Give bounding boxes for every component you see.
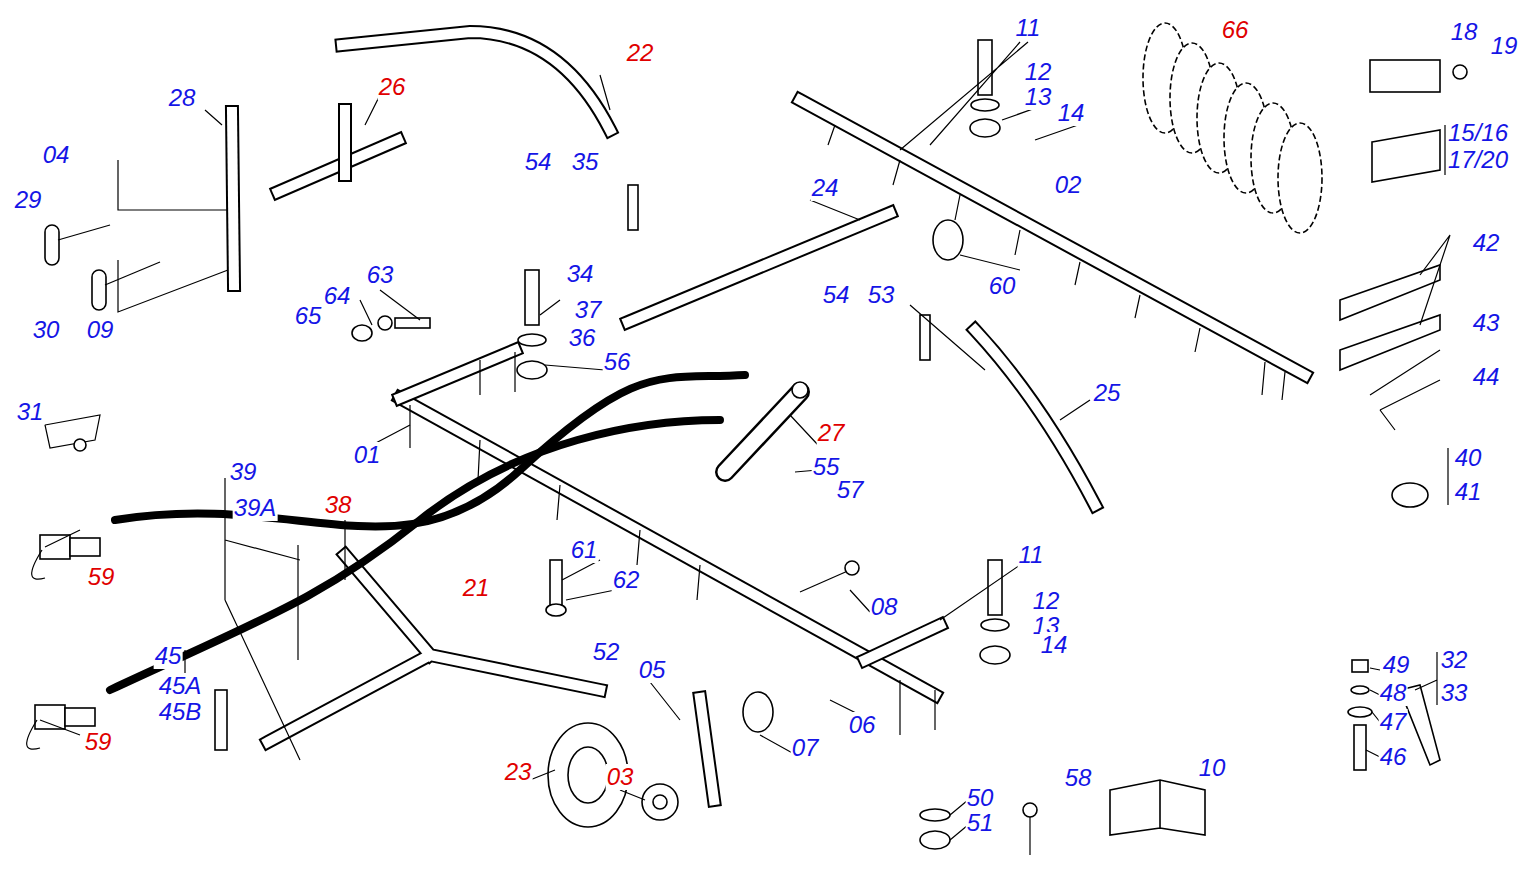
callout-number: 52 [592,639,621,665]
cylinder [725,382,808,472]
callout-number: 45 [154,643,183,669]
callout-number: 21 [462,575,491,601]
callout-number: 63 [366,262,395,288]
callout-number: 23 [504,759,533,785]
callout-number: 14 [1057,100,1086,126]
callout-number: 03 [606,764,635,790]
callout-number: 45A [158,673,203,699]
callout-number: 01 [353,442,382,468]
callout-number: 45B [158,699,203,725]
callout-number: 09 [86,317,115,343]
callout-number: 46 [1379,744,1408,770]
callout-number: 56 [603,349,632,375]
callout-number: 12 [1032,588,1061,614]
callout-number: 66 [1221,17,1250,43]
callout-number: 28 [168,85,197,111]
callout-number: 38 [324,492,353,518]
callout-number: 33 [1440,680,1469,706]
callout-number: 18 [1450,19,1479,45]
callout-number: 37 [574,297,603,323]
callout-number: 43 [1472,310,1501,336]
callout-number: 35 [571,149,600,175]
callout-number: 29 [14,187,43,213]
callout-number: 10 [1198,755,1227,781]
callout-number: 53 [867,282,896,308]
callout-number: 62 [612,567,641,593]
callout-number: 42 [1472,230,1501,256]
callout-number: 26 [378,74,407,100]
callout-number: 44 [1472,364,1501,390]
callout-number: 12 [1024,59,1053,85]
frame-beams [232,32,1305,800]
callout-number: 06 [848,712,877,738]
callout-number: 27 [817,420,846,446]
frame-legs [410,125,1285,735]
callout-number: 11 [1018,542,1045,568]
callout-number: 08 [870,594,899,620]
callout-number: 54 [822,282,851,308]
discs [1143,23,1322,233]
callout-number: 24 [811,175,840,201]
callout-number: 39A [233,495,278,521]
callout-number: 47 [1379,709,1408,735]
small-parts [45,40,1467,855]
callout-number: 50 [966,785,995,811]
callout-number: 59 [84,729,113,755]
callout-number: 11 [1015,15,1042,41]
callout-number: 05 [638,657,667,683]
callout-number: 51 [966,810,995,836]
callout-number: 14 [1040,632,1069,658]
callout-number: 48 [1379,680,1408,706]
callout-number: 40 [1454,445,1483,471]
callout-number: 02 [1054,172,1083,198]
callout-number: 15/16 [1447,120,1509,146]
callout-number: 49 [1382,652,1411,678]
callout-number: 31 [16,399,45,425]
callout-number: 64 [323,283,352,309]
callout-number: 39 [229,459,258,485]
callout-number: 54 [524,149,553,175]
leader-lines [40,42,1450,840]
wheel [548,723,678,827]
callout-number: 17/20 [1447,147,1509,173]
callout-number: 32 [1440,647,1469,673]
callout-number: 25 [1093,380,1122,406]
callout-number: 30 [32,317,61,343]
callout-number: 22 [626,40,655,66]
hydraulic-hoses [110,375,745,690]
callout-number: 19 [1490,33,1519,59]
callout-number: 13 [1024,84,1053,110]
callout-number: 34 [566,261,595,287]
callout-number: 36 [568,325,597,351]
callout-number: 59 [87,564,116,590]
callout-number: 58 [1064,765,1093,791]
callout-number: 60 [988,273,1017,299]
callout-number: 04 [42,142,71,168]
callout-number: 57 [836,477,865,503]
callout-number: 61 [570,537,599,563]
callout-number: 41 [1454,479,1483,505]
callout-number: 07 [791,735,820,761]
callout-number: 65 [294,303,323,329]
